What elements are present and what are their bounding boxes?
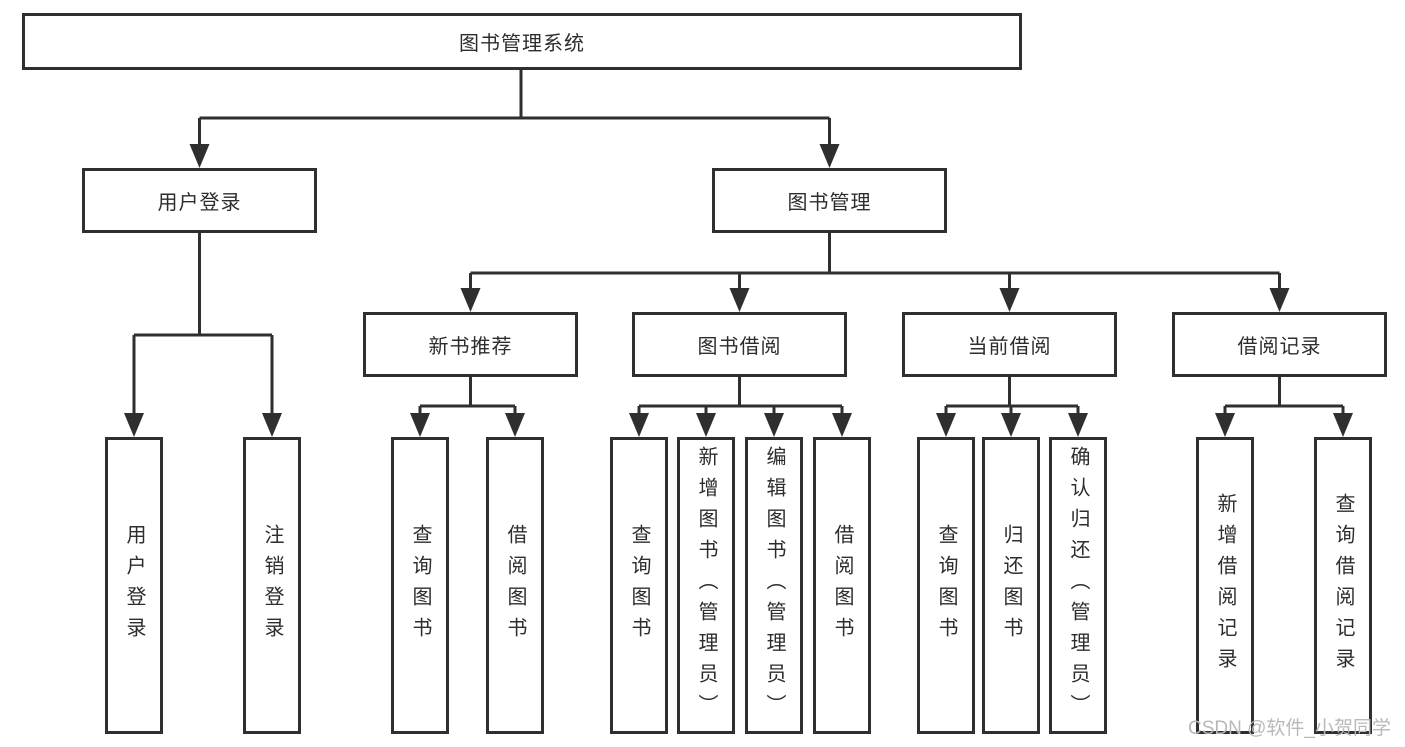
arrowhead bbox=[460, 288, 481, 312]
arrowhead bbox=[262, 413, 282, 437]
leaf-return-books-label: 归还图书 bbox=[1000, 523, 1022, 648]
leaf-query-books-1-label: 查询图书 bbox=[409, 523, 431, 648]
arrowhead bbox=[1333, 413, 1353, 437]
node-root: 图书管理系统 bbox=[22, 13, 1022, 70]
arrowhead bbox=[819, 144, 840, 168]
leaf-confirm-return-admin-label: 确认归还（管理员） bbox=[1067, 446, 1089, 725]
arrowhead bbox=[1068, 413, 1088, 437]
node-user-login-label: 用户登录 bbox=[157, 192, 242, 214]
leaf-add-borrow-record: 新增借阅记录 bbox=[1196, 437, 1254, 734]
arrowhead bbox=[1269, 288, 1290, 312]
leaf-query-borrow-record-label: 查询借阅记录 bbox=[1332, 492, 1354, 679]
node-current-borrow: 当前借阅 bbox=[902, 312, 1117, 377]
arrowhead bbox=[410, 413, 430, 437]
node-book-borrow: 图书借阅 bbox=[632, 312, 847, 377]
node-book-borrow-label: 图书借阅 bbox=[697, 336, 782, 358]
leaf-borrow-books-2: 借阅图书 bbox=[813, 437, 871, 734]
arrowhead bbox=[729, 288, 750, 312]
arrowhead bbox=[696, 413, 716, 437]
arrowhead bbox=[505, 413, 525, 437]
leaf-edit-books-admin-label: 编辑图书（管理员） bbox=[763, 446, 785, 725]
node-root-label: 图书管理系统 bbox=[459, 33, 585, 55]
arrowhead bbox=[1215, 413, 1235, 437]
leaf-user-login-label: 用户登录 bbox=[123, 523, 145, 648]
leaf-edit-books-admin: 编辑图书（管理员） bbox=[745, 437, 803, 734]
arrowhead bbox=[1001, 413, 1021, 437]
leaf-add-books-admin: 新增图书（管理员） bbox=[677, 437, 735, 734]
node-book-management: 图书管理 bbox=[712, 168, 947, 233]
leaf-query-books-3: 查询图书 bbox=[917, 437, 975, 734]
node-new-book-recommend-label: 新书推荐 bbox=[428, 336, 513, 358]
leaf-confirm-return-admin: 确认归还（管理员） bbox=[1049, 437, 1107, 734]
node-new-book-recommend: 新书推荐 bbox=[363, 312, 578, 377]
arrowhead bbox=[629, 413, 649, 437]
leaf-query-books-3-label: 查询图书 bbox=[935, 523, 957, 648]
node-current-borrow-label: 当前借阅 bbox=[967, 336, 1052, 358]
arrowhead bbox=[832, 413, 852, 437]
leaf-logout: 注销登录 bbox=[243, 437, 301, 734]
arrowhead bbox=[124, 413, 144, 437]
leaf-query-borrow-record: 查询借阅记录 bbox=[1314, 437, 1372, 734]
leaf-query-books-2-label: 查询图书 bbox=[628, 523, 650, 648]
arrowhead bbox=[764, 413, 784, 437]
leaf-borrow-books-1: 借阅图书 bbox=[486, 437, 544, 734]
leaf-borrow-books-2-label: 借阅图书 bbox=[831, 523, 853, 648]
node-book-management-label: 图书管理 bbox=[787, 192, 872, 214]
leaf-logout-label: 注销登录 bbox=[261, 523, 283, 648]
leaf-user-login: 用户登录 bbox=[105, 437, 163, 734]
leaf-add-books-admin-label: 新增图书（管理员） bbox=[695, 446, 717, 725]
leaf-query-books-1: 查询图书 bbox=[391, 437, 449, 734]
leaf-query-books-2: 查询图书 bbox=[610, 437, 668, 734]
arrowhead bbox=[936, 413, 956, 437]
leaf-borrow-books-1-label: 借阅图书 bbox=[504, 523, 526, 648]
node-borrow-records: 借阅记录 bbox=[1172, 312, 1387, 377]
node-borrow-records-label: 借阅记录 bbox=[1237, 336, 1322, 358]
arrowhead bbox=[189, 144, 210, 168]
node-user-login: 用户登录 bbox=[82, 168, 317, 233]
leaf-add-borrow-record-label: 新增借阅记录 bbox=[1214, 492, 1236, 679]
leaf-return-books: 归还图书 bbox=[982, 437, 1040, 734]
arrowhead bbox=[999, 288, 1020, 312]
watermark-text: CSDN @软件_小贺同学 bbox=[1188, 718, 1391, 739]
